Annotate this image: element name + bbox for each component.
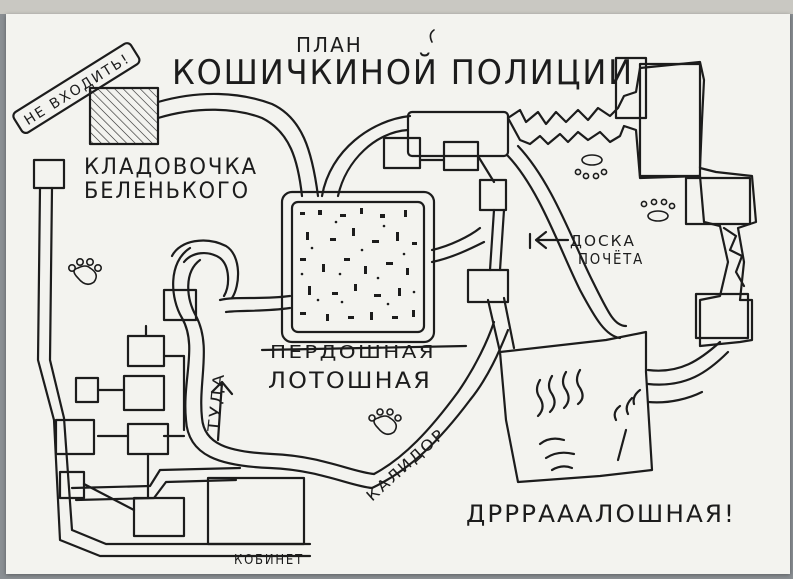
plan-title-main: КОШИЧКИНОЙ ПОЛИЦИИ [172, 52, 634, 93]
paw-print-icon [67, 258, 103, 286]
title-accent-mark [429, 29, 435, 43]
office-label: КОБИНЕТ [234, 553, 304, 568]
litter-box-room [280, 190, 436, 344]
pantry-label-line1: КЛАДОВОЧКА [84, 155, 258, 180]
honor-board-label-line2: ПОЧЁТА [578, 249, 644, 268]
left-rooms [54, 288, 198, 538]
plan-title-small: ПЛАН [296, 33, 363, 57]
small-room-topleft [32, 158, 66, 190]
corridor-label: КАЛИДОР [363, 425, 449, 505]
scratching-room [498, 330, 654, 484]
crossed-out-label: ПЕРДОШНАЯ [270, 342, 436, 363]
arrow-icon [210, 380, 234, 442]
litter-granules [300, 208, 417, 321]
honor-board-arrow-icon [534, 230, 570, 250]
litter-room-label: ЛОТОШНАЯ [268, 369, 432, 394]
pantry-room [88, 86, 160, 146]
corridors [36, 92, 730, 558]
office-room [206, 476, 306, 546]
background-edge [0, 0, 793, 14]
there-label: ТУДА [204, 371, 228, 434]
strikethrough-line [260, 344, 468, 352]
right-complex [506, 56, 758, 348]
paw-print-icon [368, 408, 402, 436]
honor-board-label-line1: ДОСКА [570, 232, 636, 250]
scratching-room-label: ДРРРАААЛОШНАЯ! [466, 500, 736, 528]
pantry-label-line2: БЕЛЕНЬКОГО [84, 179, 250, 204]
middle-right-rooms [382, 110, 510, 304]
paw-print-icon [640, 198, 676, 222]
paw-print-icon [574, 154, 608, 180]
